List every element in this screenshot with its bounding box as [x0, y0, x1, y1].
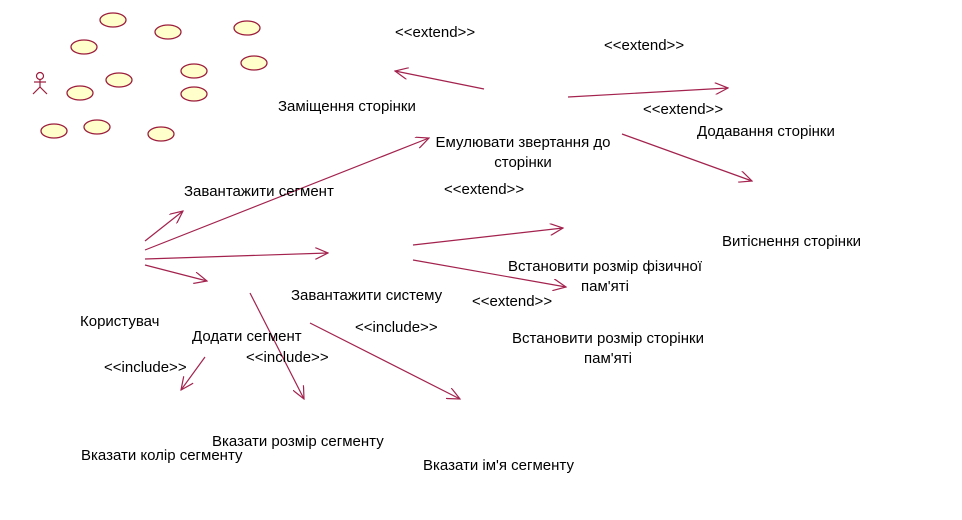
include-arrow: [309, 322, 460, 399]
stereotype-extend: <<extend>>: [643, 101, 724, 118]
association-arrow: [144, 138, 429, 251]
use-case-load-system[interactable]: Завантажити систему: [291, 287, 443, 304]
extend-arrow: [412, 259, 566, 287]
use-case-icon[interactable]: [40, 123, 68, 139]
include-arrow: [181, 356, 206, 390]
stereotype-include: <<include>>: [355, 319, 438, 336]
extend-arrow: [567, 88, 728, 98]
use-case-set-physical-memory[interactable]: Встановити розмір фізичної пам'яті: [507, 258, 703, 295]
include-arrow: [249, 292, 304, 399]
actor-label: Користувач: [80, 313, 160, 330]
stereotype-extend: <<extend>>: [395, 24, 476, 41]
use-case-icon[interactable]: [233, 20, 261, 36]
association-arrow: [144, 211, 183, 242]
use-case-icon[interactable]: [180, 86, 208, 102]
use-case-icons: [40, 12, 268, 142]
stereotype-extend: <<extend>>: [604, 37, 685, 54]
use-case-icon[interactable]: [154, 24, 182, 40]
stereotype-include: <<include>>: [104, 359, 187, 376]
association-arrow: [144, 264, 207, 281]
stereotype-extend: <<extend>>: [444, 181, 525, 198]
use-case-icon[interactable]: [70, 39, 98, 55]
use-case-add-segment[interactable]: Додати сегмент: [192, 328, 302, 345]
extend-arrow: [621, 133, 752, 181]
use-case-segment-color[interactable]: Вказати колір сегменту: [81, 447, 243, 464]
use-case-emulate-access[interactable]: Емулювати звертання до сторінки: [435, 134, 611, 171]
use-case-load-segment[interactable]: Завантажити сегмент: [184, 183, 334, 200]
use-case-replace-page[interactable]: Заміщення сторінки: [278, 98, 416, 115]
use-case-icon[interactable]: [66, 85, 94, 101]
extend-arrow: [395, 71, 485, 90]
use-case-icon[interactable]: [240, 55, 268, 71]
use-case-segment-size[interactable]: Вказати розмір сегменту: [212, 433, 384, 450]
stereotype-extend: <<extend>>: [472, 293, 553, 310]
extend-arrow: [412, 228, 563, 246]
use-case-icon[interactable]: [105, 72, 133, 88]
use-case-icon[interactable]: [99, 12, 127, 28]
use-case-add-page[interactable]: Додавання сторінки: [697, 123, 835, 140]
use-case-evict-page[interactable]: Витіснення сторінки: [722, 233, 862, 250]
use-case-set-page-size[interactable]: Встановити розмір сторінки пам'яті: [512, 330, 704, 367]
use-case-icon[interactable]: [180, 63, 208, 79]
stereotype-include: <<include>>: [246, 349, 329, 366]
actor-icon[interactable]: [32, 71, 48, 95]
use-case-icon[interactable]: [83, 119, 111, 135]
association-arrow: [144, 253, 328, 260]
use-case-icon[interactable]: [147, 126, 175, 142]
use-case-segment-name[interactable]: Вказати ім'я сегменту: [423, 457, 574, 474]
